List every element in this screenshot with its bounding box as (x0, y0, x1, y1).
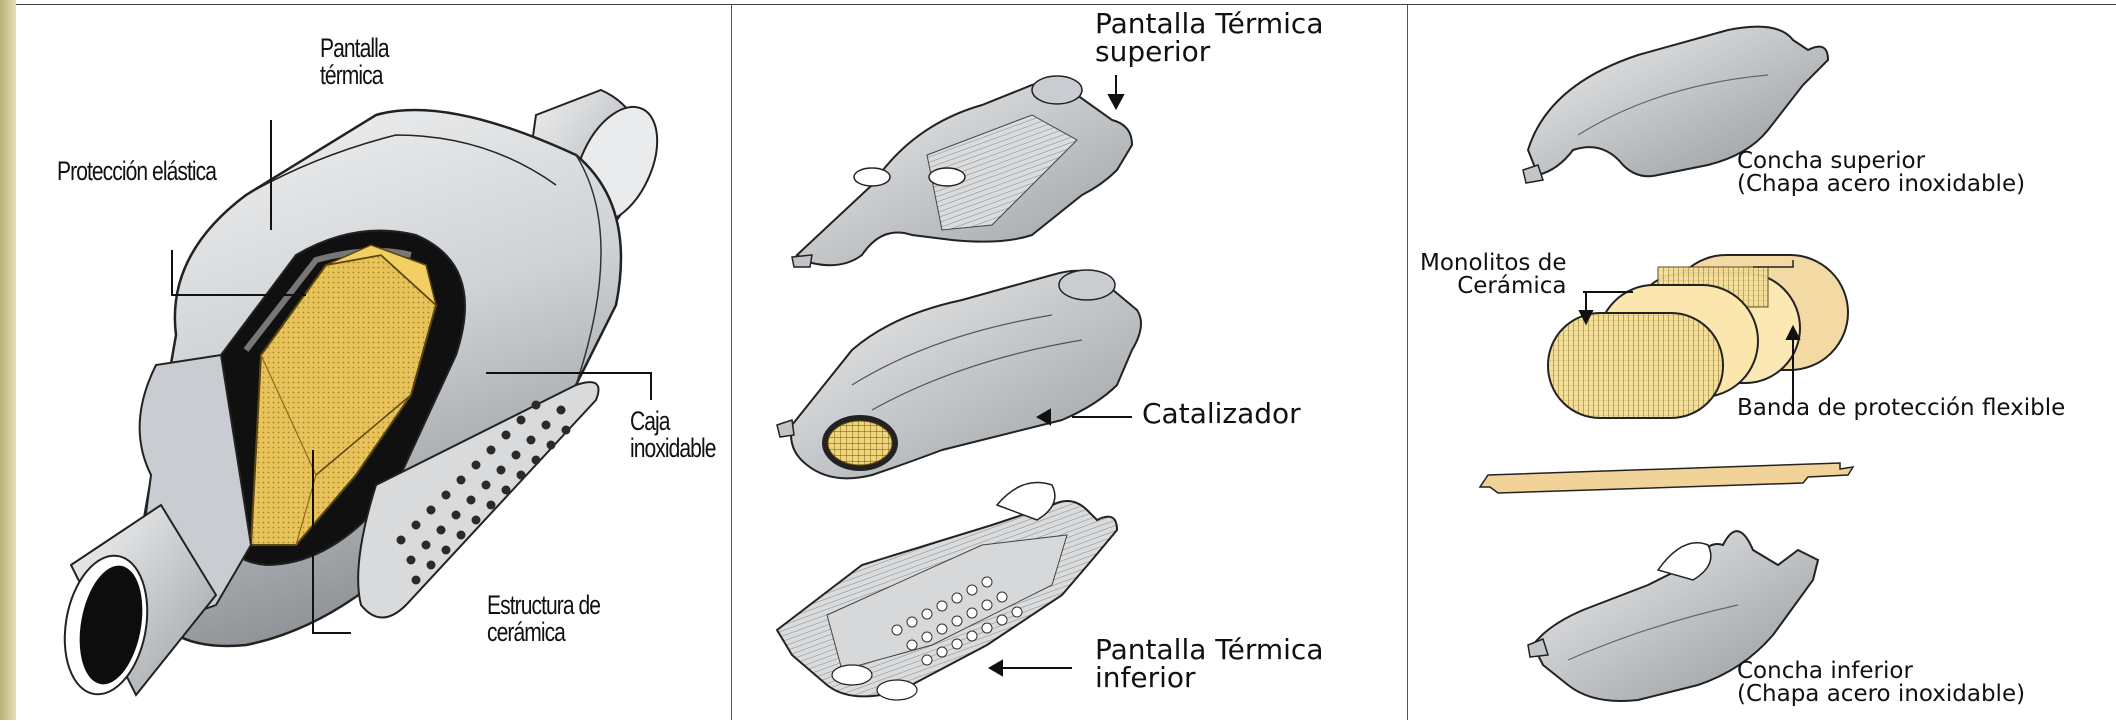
label-stainless-case: Caja inoxidable (630, 408, 715, 462)
panel-cutaway-catalytic-converter (16, 4, 732, 720)
label-elastic-protection: Protección elástica (57, 158, 216, 185)
label-lower-heat-shield: Pantalla Térmica inferior (1095, 636, 1323, 692)
label-ceramic-monoliths: Monolitos de Cerámica (1420, 252, 1566, 298)
shells-illustration (1408, 5, 2116, 721)
inlet-pipe (54, 355, 251, 701)
flexible-protection-band (1480, 463, 1853, 493)
ceramic-monoliths-assembly (1548, 255, 1848, 418)
label-ceramic-structure: Estructura de cerámica (487, 592, 600, 646)
label-upper-shell: Concha superior (Chapa acero inoxidable) (1737, 150, 2025, 196)
label-flexible-band: Banda de protección flexible (1737, 397, 2065, 420)
panel-exploded-heat-shields (732, 4, 1408, 720)
label-heat-shield: Pantalla térmica (320, 35, 389, 89)
label-catalyst: Catalizador (1142, 400, 1301, 428)
heat-shields-illustration (732, 5, 1408, 721)
panel-exploded-shells (1408, 4, 2116, 720)
catalyst-body (777, 270, 1141, 478)
decorative-left-border (0, 0, 16, 720)
upper-heat-shield (792, 76, 1132, 267)
cutaway-illustration (16, 5, 732, 721)
label-upper-heat-shield: Pantalla Térmica superior (1095, 10, 1323, 66)
label-lower-shell: Concha inferior (Chapa acero inoxidable) (1737, 660, 2025, 706)
